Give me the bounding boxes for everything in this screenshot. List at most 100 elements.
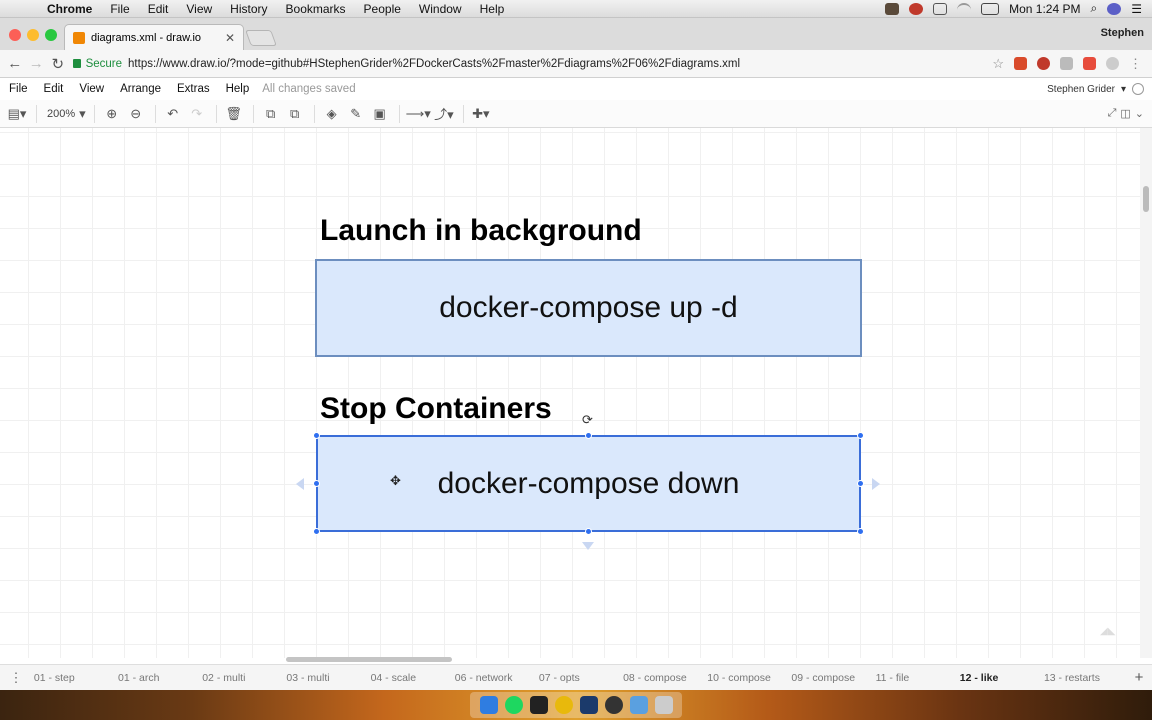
mac-menu-help[interactable]: Help xyxy=(479,1,505,16)
page-tab[interactable]: 03 - multi xyxy=(286,671,330,684)
browser-tab-drawio[interactable]: diagrams.xml - draw.io ✕ xyxy=(64,24,244,50)
resize-handle-right[interactable] xyxy=(857,480,864,487)
new-tab-button[interactable] xyxy=(245,30,277,46)
connection-icon[interactable]: ⟶▾ xyxy=(405,105,431,121)
to-back-icon[interactable]: ⧉ xyxy=(290,105,300,121)
fullscreen-icon[interactable]: ⤢ xyxy=(1107,107,1117,119)
finder-icon[interactable] xyxy=(479,696,498,714)
mac-menu-bookmarks[interactable]: Bookmarks xyxy=(285,1,346,16)
vertical-scroll-thumb[interactable] xyxy=(1143,186,1149,212)
diagram-canvas[interactable]: Launch in background docker-compose up -… xyxy=(0,128,1140,658)
to-front-icon[interactable]: ⧉ xyxy=(266,105,276,121)
window-zoom-button[interactable] xyxy=(45,29,57,41)
url-text[interactable]: https://www.draw.io/?mode=github#HStephe… xyxy=(128,57,741,70)
obs-icon[interactable] xyxy=(604,696,623,714)
horizontal-scrollbar[interactable] xyxy=(0,654,1140,664)
mac-menu-edit[interactable]: Edit xyxy=(147,1,169,16)
zoom-in-icon[interactable]: ⊕ xyxy=(106,105,118,121)
trash-icon[interactable] xyxy=(654,696,673,714)
spotify-icon[interactable] xyxy=(504,696,523,714)
page-tab-active[interactable]: 12 - like xyxy=(959,671,999,684)
app-menu-chrome[interactable]: Chrome xyxy=(47,1,93,16)
page-tab[interactable]: 02 - multi xyxy=(202,671,246,684)
drawio-menu-extras[interactable]: Extras xyxy=(177,83,210,95)
add-page-icon[interactable]: + xyxy=(1134,669,1144,686)
page-tab[interactable]: 09 - compose xyxy=(791,671,856,684)
format-panel-toggle-icon[interactable]: ▤▾ xyxy=(7,105,27,121)
tab-close-icon[interactable]: ✕ xyxy=(224,30,235,45)
resize-handle-bottom-left[interactable] xyxy=(313,528,320,535)
drawio-user[interactable]: Stephen Grider ▾ xyxy=(1047,83,1152,95)
resize-handle-bottom-right[interactable] xyxy=(857,528,864,535)
horizontal-scroll-thumb[interactable] xyxy=(286,657,452,662)
notification-center-icon[interactable]: ☰ xyxy=(1131,1,1142,16)
siri-icon[interactable] xyxy=(1107,2,1122,15)
page-tab[interactable]: 01 - arch xyxy=(118,671,160,684)
downloads-folder-icon[interactable] xyxy=(629,696,648,714)
chrome-menu-icon[interactable]: ⋮ xyxy=(1129,55,1143,71)
redo-icon[interactable]: ↷ xyxy=(191,105,203,121)
bookmark-star-icon[interactable]: ☆ xyxy=(992,55,1005,71)
terminal-icon[interactable] xyxy=(529,696,548,714)
resize-handle-top-right[interactable] xyxy=(857,432,864,439)
page-tab[interactable]: 06 - network xyxy=(454,671,513,684)
clone-arrow-down-icon[interactable] xyxy=(582,542,594,550)
chrome-icon[interactable] xyxy=(554,696,573,714)
tray-app-icon[interactable] xyxy=(885,2,900,15)
heading-stop-containers[interactable]: Stop Containers xyxy=(320,392,552,425)
extension-icon-1[interactable] xyxy=(1014,57,1028,70)
pages-menu-icon[interactable]: ⋮ xyxy=(9,669,23,685)
mac-menu-view[interactable]: View xyxy=(186,1,213,16)
forward-arrow-icon[interactable]: → xyxy=(28,55,44,72)
panel-layout-icon[interactable]: ◫ xyxy=(1120,108,1131,120)
rotate-handle-icon[interactable]: ⟳ xyxy=(582,412,593,427)
mac-menu-window[interactable]: Window xyxy=(418,1,462,16)
xcode-icon[interactable] xyxy=(579,696,598,714)
window-close-button[interactable] xyxy=(9,29,21,41)
extension-icon-5[interactable] xyxy=(1106,57,1120,70)
delete-icon[interactable]: 🗑 xyxy=(225,105,242,121)
tray-record-icon[interactable] xyxy=(909,2,924,15)
resize-handle-top-left[interactable] xyxy=(313,432,320,439)
wifi-icon[interactable] xyxy=(957,2,972,15)
line-color-icon[interactable]: ✎ xyxy=(350,105,362,121)
collapse-icon[interactable]: ⌄ xyxy=(1134,108,1144,120)
undo-icon[interactable]: ↶ xyxy=(167,105,179,121)
globe-icon[interactable] xyxy=(1132,83,1144,95)
resize-handle-left[interactable] xyxy=(313,480,320,487)
clock[interactable]: Mon 1:24 PM xyxy=(1009,1,1081,16)
window-minimize-button[interactable] xyxy=(27,29,39,41)
heading-launch-in-background[interactable]: Launch in background xyxy=(320,214,642,247)
resize-handle-bottom[interactable] xyxy=(585,528,592,535)
battery-icon[interactable] xyxy=(981,2,1000,15)
fill-color-icon[interactable]: ◈ xyxy=(326,105,337,121)
waypoints-icon[interactable]: ⤴▾ xyxy=(434,107,454,122)
drawio-menu-view[interactable]: View xyxy=(79,83,105,95)
extension-icon-2[interactable] xyxy=(1037,57,1051,70)
tray-glasses-icon[interactable] xyxy=(933,2,948,15)
mac-menu-people[interactable]: People xyxy=(363,1,401,16)
clone-arrow-right-icon[interactable] xyxy=(872,478,880,490)
zoom-out-icon[interactable]: ⊖ xyxy=(130,105,142,121)
shape-docker-compose-up[interactable]: docker-compose up -d xyxy=(315,259,862,357)
zoom-select[interactable]: 200%▾ xyxy=(43,103,86,125)
page-tab[interactable]: 07 - opts xyxy=(538,671,580,684)
mac-menu-history[interactable]: History xyxy=(230,1,268,16)
page-tab[interactable]: 13 - restarts xyxy=(1043,671,1100,684)
extension-icon-4[interactable] xyxy=(1083,57,1097,70)
shadow-icon[interactable]: ▣ xyxy=(373,105,386,121)
spotlight-search-icon[interactable]: ⌕ xyxy=(1090,1,1098,15)
clone-arrow-left-icon[interactable] xyxy=(296,478,304,490)
vertical-scrollbar[interactable] xyxy=(1140,128,1152,658)
resize-handle-top[interactable] xyxy=(585,432,592,439)
page-tab[interactable]: 11 - file xyxy=(875,671,910,684)
mac-menu-file[interactable]: File xyxy=(110,1,130,16)
address-bar[interactable]: Secure https://www.draw.io/?mode=github#… xyxy=(72,54,993,74)
drawio-menu-file[interactable]: File xyxy=(9,83,28,95)
insert-icon[interactable]: ✚▾ xyxy=(472,105,490,121)
drawio-menu-arrange[interactable]: Arrange xyxy=(120,83,161,95)
page-tab[interactable]: 08 - compose xyxy=(623,671,687,684)
reload-icon[interactable]: ↻ xyxy=(51,55,65,73)
page-tab[interactable]: 04 - scale xyxy=(370,671,417,684)
shape-docker-compose-down[interactable]: docker-compose down xyxy=(316,435,861,532)
